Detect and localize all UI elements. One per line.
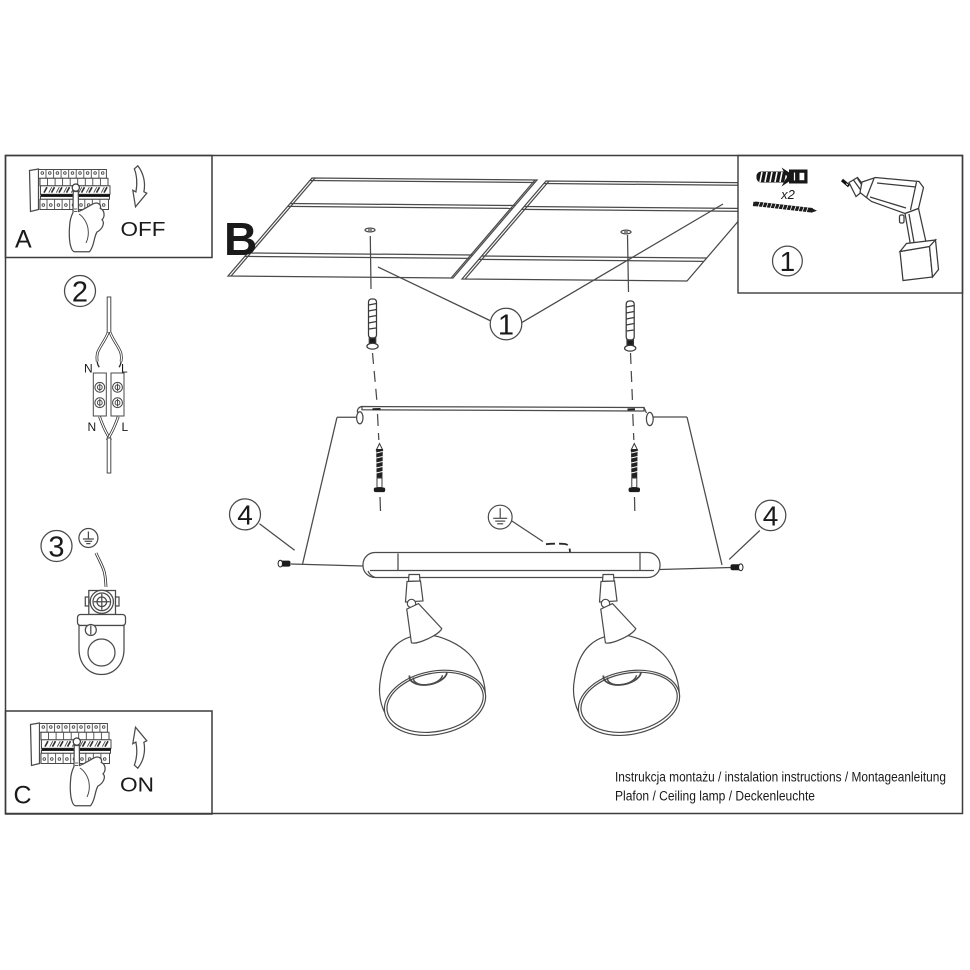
svg-text:N: N: [88, 420, 97, 434]
svg-text:N: N: [84, 362, 93, 376]
svg-text:OFF: OFF: [121, 218, 166, 241]
svg-text:x2: x2: [780, 187, 796, 202]
svg-text:Plafon / Ceiling lamp / Decken: Plafon / Ceiling lamp / Deckenleuchte: [615, 789, 815, 804]
svg-text:3: 3: [48, 532, 64, 564]
svg-text:1: 1: [498, 310, 514, 342]
svg-text:C: C: [14, 782, 32, 810]
svg-text:ON: ON: [120, 773, 154, 796]
svg-text:1: 1: [780, 246, 796, 277]
svg-text:L: L: [121, 362, 128, 376]
svg-text:L: L: [122, 420, 129, 434]
svg-text:4: 4: [237, 500, 253, 531]
svg-text:A: A: [15, 226, 32, 254]
svg-text:2: 2: [72, 277, 88, 309]
svg-text:4: 4: [763, 501, 779, 532]
svg-text:B: B: [224, 213, 257, 265]
svg-text:Instrukcja montażu / instalati: Instrukcja montażu / instalation instruc…: [615, 770, 946, 785]
